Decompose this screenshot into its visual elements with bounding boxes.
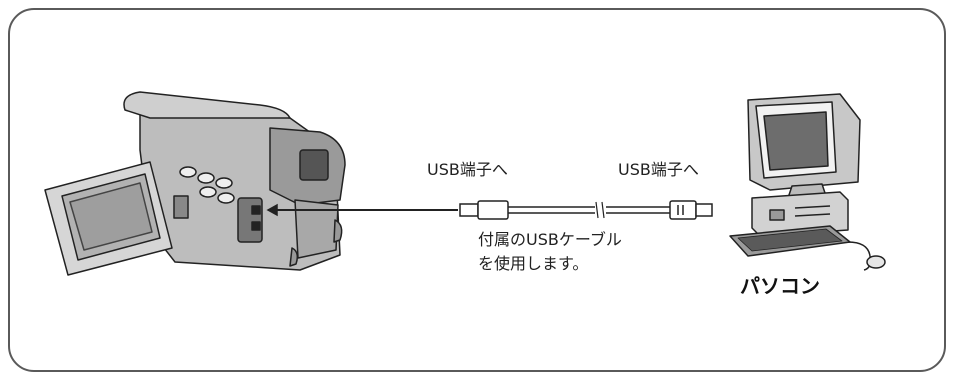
- usb-cable-icon: [266, 200, 713, 220]
- computer-label: パソコン: [740, 274, 820, 298]
- pc-port-label: USB端子へ: [618, 160, 699, 179]
- desktop-computer-icon: [729, 93, 886, 271]
- cable-note-line1: 付属のUSBケーブル: [478, 230, 622, 249]
- cable-note-line2: を使用します。: [478, 254, 589, 273]
- camcorder-icon: [44, 91, 346, 276]
- camera-port-label: USB端子へ: [427, 160, 508, 179]
